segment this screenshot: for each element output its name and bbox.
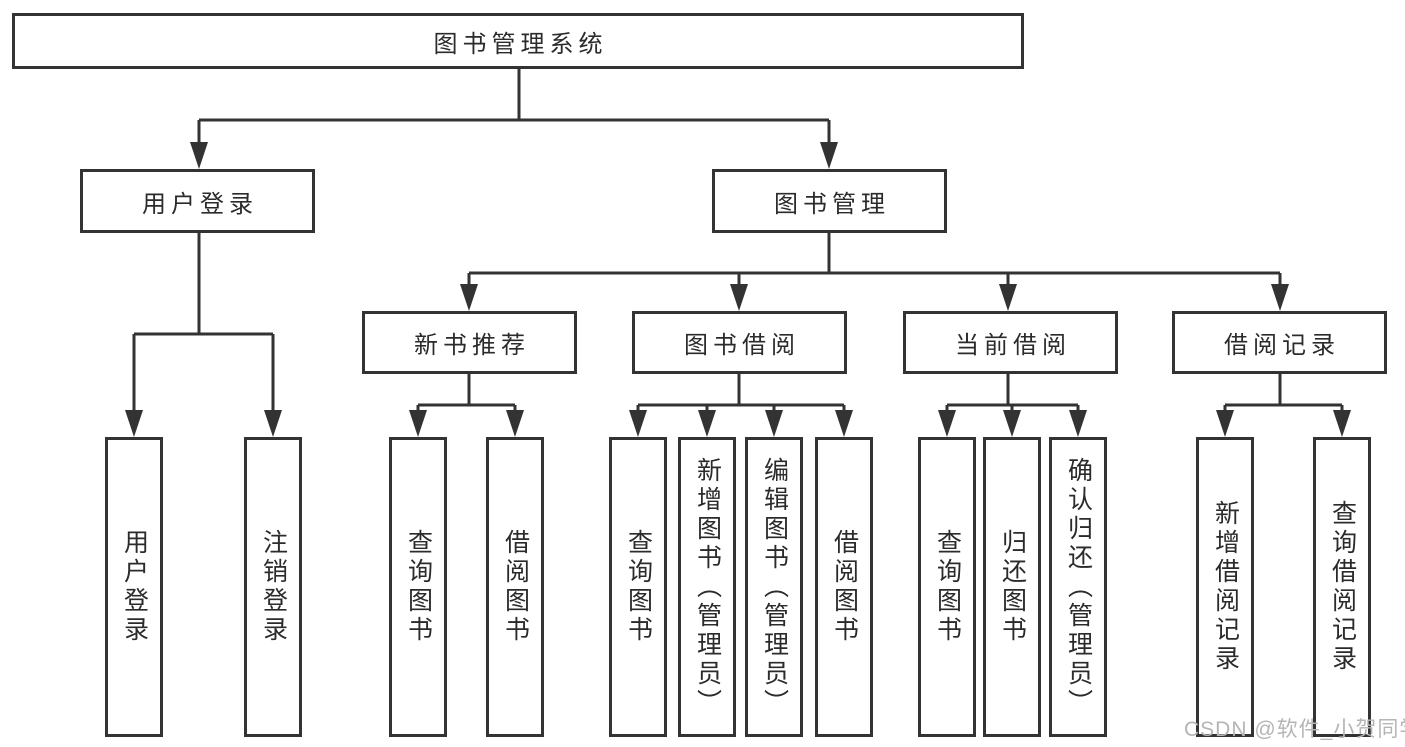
connector-new-book-to-leaves	[416, 374, 517, 420]
connector-user-login-to-leaves	[132, 233, 275, 420]
leaf-borrow-book: 借阅图书	[815, 437, 873, 737]
arrowheads	[125, 142, 1351, 437]
leaf-add-book-admin: 新增图书（管理员）	[678, 437, 736, 737]
node-borrow-record: 借阅记录	[1172, 311, 1387, 374]
node-user-login: 用户登录	[80, 169, 315, 233]
leaf-query-borrow-record: 查询借阅记录	[1313, 437, 1371, 737]
leaf-user-login: 用户登录	[105, 437, 163, 737]
connector-root-to-branches	[197, 69, 831, 150]
leaf-logout: 注销登录	[244, 437, 302, 737]
leaf-borrow-book-recommend: 借阅图书	[486, 437, 544, 737]
connector-book-borrow-to-leaves	[636, 374, 846, 420]
connector-borrow-record-to-leaves	[1223, 374, 1344, 420]
node-book-borrow: 图书借阅	[632, 311, 847, 374]
node-library-system-root: 图书管理系统	[12, 13, 1024, 69]
leaf-query-book-borrow: 查询图书	[609, 437, 667, 737]
leaf-query-book-recommend: 查询图书	[389, 437, 447, 737]
csdn-watermark: CSDN @软件_小贺同学	[1184, 718, 1405, 741]
leaf-query-book-current: 查询图书	[918, 437, 976, 737]
leaf-return-book: 归还图书	[983, 437, 1041, 737]
node-new-book-recommend: 新书推荐	[362, 311, 577, 374]
node-book-management: 图书管理	[712, 169, 947, 233]
leaf-add-borrow-record: 新增借阅记录	[1196, 437, 1254, 737]
leaf-edit-book-admin: 编辑图书（管理员）	[745, 437, 803, 737]
node-current-borrow: 当前借阅	[903, 311, 1118, 374]
leaf-confirm-return-admin: 确认归还（管理员）	[1049, 437, 1107, 737]
connector-book-mgmt-to-modules	[467, 233, 1282, 293]
